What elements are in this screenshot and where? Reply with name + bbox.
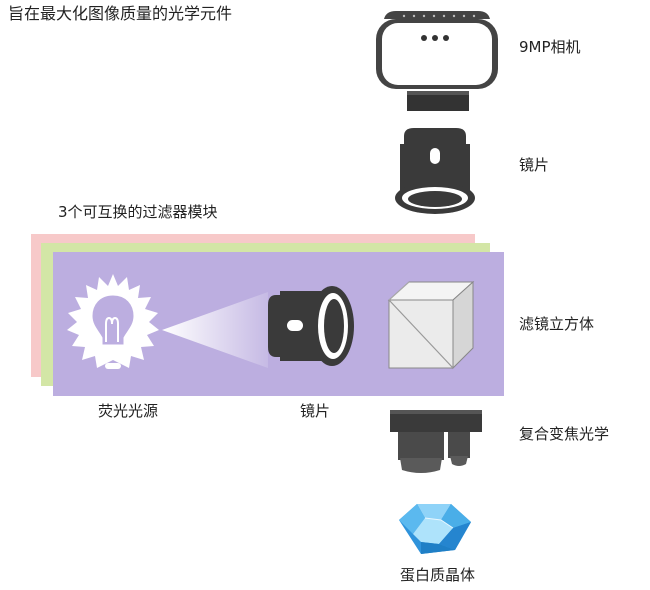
filter-modules-label: 3个可互换的过滤器模块 xyxy=(58,203,218,221)
lens-top-label: 镜片 xyxy=(519,156,550,174)
lens-icon xyxy=(395,128,475,214)
zoom-objective-label: 复合变焦光学 xyxy=(519,425,610,443)
lens-icon xyxy=(268,286,354,366)
lens-mid-label: 镜片 xyxy=(300,402,331,420)
light-source-label: 荧光光源 xyxy=(98,402,159,420)
filter-cube-label: 滤镜立方体 xyxy=(519,315,595,333)
diagram-title: 旨在最大化图像质量的光学元件 xyxy=(8,4,233,23)
camera-icon xyxy=(376,11,498,111)
filter-cube-icon xyxy=(387,280,475,370)
camera-label: 9MP相机 xyxy=(519,38,581,56)
protein-crystal-label: 蛋白质晶体 xyxy=(400,566,476,584)
crystal-icon xyxy=(399,504,471,554)
lightbulb-icon xyxy=(67,274,159,369)
light-beam-icon xyxy=(162,292,268,368)
zoom-objective-icon xyxy=(390,410,482,473)
